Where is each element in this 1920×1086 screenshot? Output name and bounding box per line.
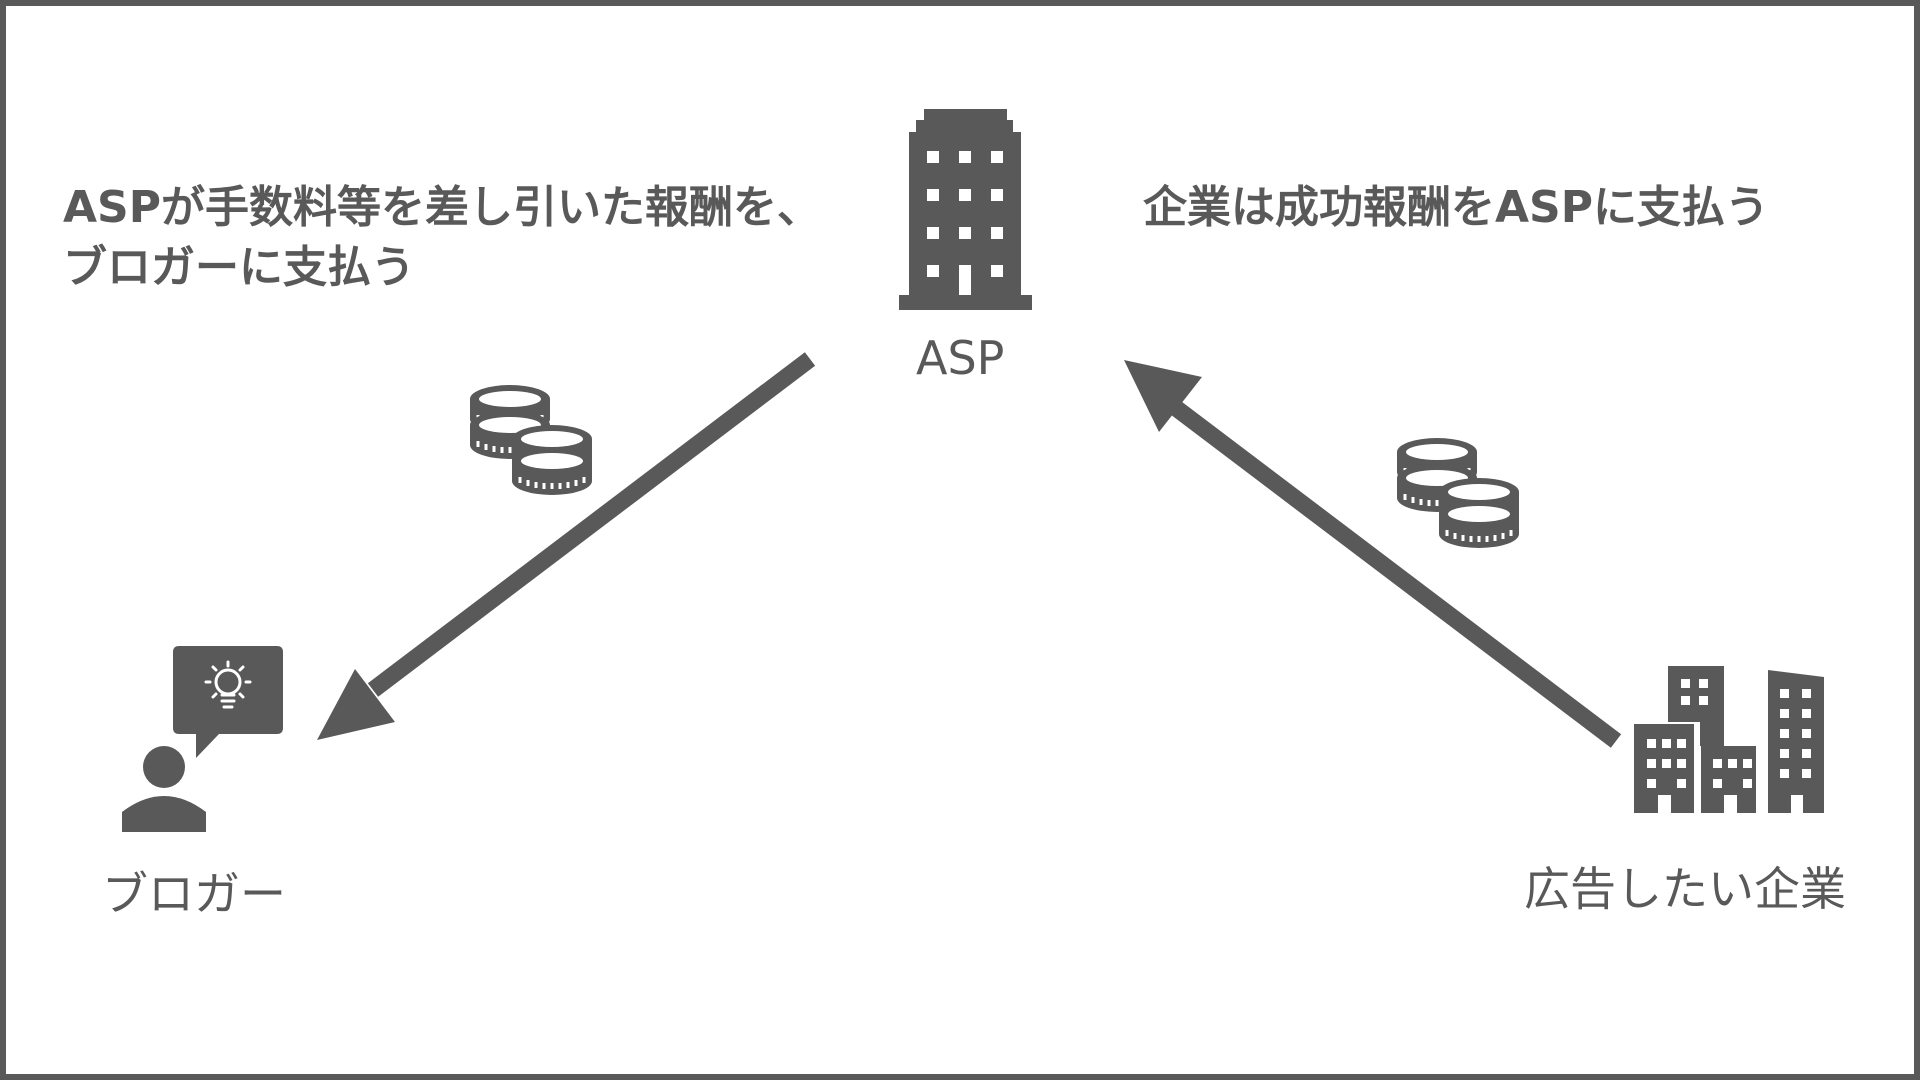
- office-building-icon: [899, 109, 1032, 310]
- commission-note: 企業は成功報酬をASPに支払う: [1143, 182, 1769, 233]
- payout-arrow: [317, 352, 816, 740]
- advertiser-label: 広告したい企業: [1524, 862, 1846, 916]
- city-buildings-icon: [1634, 666, 1824, 813]
- commission-arrow: [1124, 360, 1622, 748]
- payout-note: ASPが手数料等を差し引いた報酬を、 ブロガーに支払う: [63, 178, 821, 298]
- diagram-graphics: [122, 109, 1824, 832]
- payout-note-line-2: ブロガーに支払う: [63, 242, 415, 293]
- blogger-label: ブロガー: [102, 867, 286, 921]
- coin-stack-icon: [470, 385, 592, 495]
- person-with-idea-bubble-icon: [122, 646, 283, 832]
- payout-note-line-1: ASPが手数料等を差し引いた報酬を、: [63, 182, 821, 233]
- asp-label: ASP: [916, 331, 1005, 385]
- coin-stack-icon: [1397, 438, 1519, 548]
